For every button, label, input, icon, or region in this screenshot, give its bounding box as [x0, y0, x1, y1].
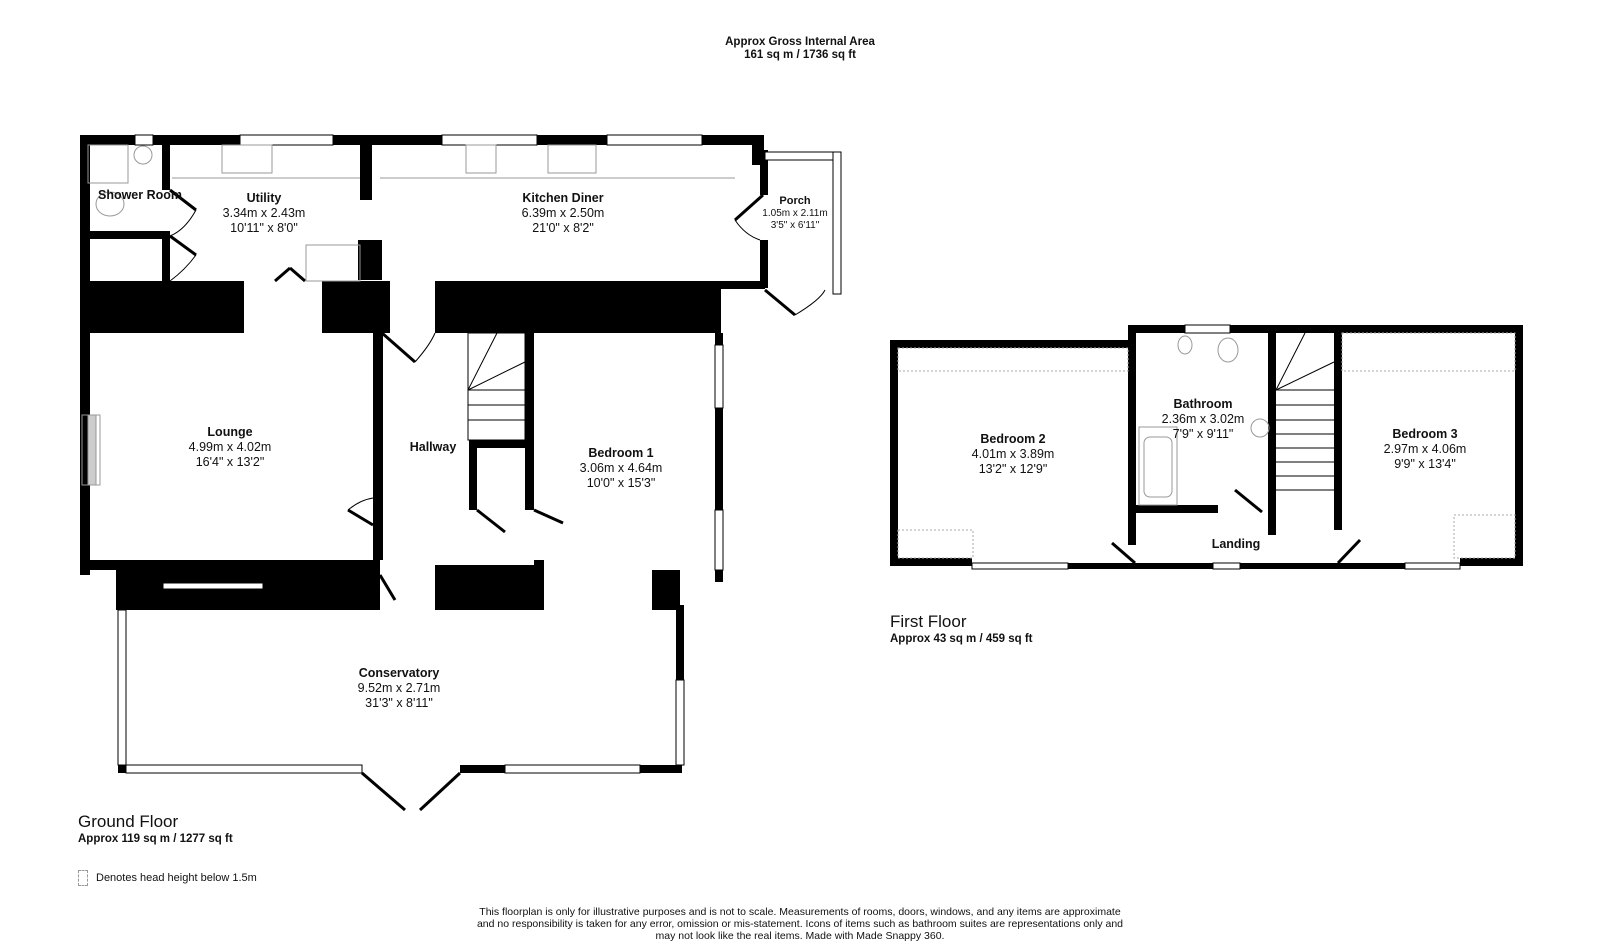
room-metric: 4.99m x 4.02m	[188, 440, 272, 454]
room-imperial: 13'2" x 12'9"	[978, 462, 1048, 476]
room-name: Hallway	[409, 440, 457, 454]
first-floor-plan	[890, 325, 1523, 569]
ground-floor-doors	[169, 188, 796, 812]
first-floor-doors	[1111, 488, 1362, 565]
room-imperial: 31'3" x 8'11"	[365, 696, 433, 710]
room-hallway: Hallway	[410, 440, 457, 455]
room-metric: 4.01m x 3.89m	[971, 447, 1055, 461]
room-name: Bedroom 3	[1392, 427, 1458, 441]
room-metric: 1.05m x 2.11m	[762, 208, 828, 219]
ground-floor-area: Approx 119 sq m / 1277 sq ft	[78, 833, 233, 845]
first-stairs	[1275, 332, 1335, 491]
disclaimer: This floorplan is only for illustrative …	[420, 906, 1180, 942]
room-metric: 2.36m x 3.02m	[1161, 412, 1245, 426]
ground-floor-windows	[117, 134, 842, 774]
room-metric: 9.52m x 2.71m	[357, 681, 441, 695]
room-bedroom-3: Bedroom 3 2.97m x 4.06m 9'9" x 13'4"	[1384, 427, 1467, 472]
first-floor-windows	[971, 324, 1461, 570]
room-shower-room: Shower Room	[98, 188, 182, 203]
room-bedroom-1: Bedroom 1 3.06m x 4.64m 10'0" x 15'3"	[580, 446, 663, 491]
room-landing: Landing	[1212, 537, 1261, 552]
ground-stairs	[467, 332, 526, 441]
first-floor-fixtures	[1138, 335, 1270, 506]
room-name: Bathroom	[1173, 397, 1233, 411]
room-metric: 3.06m x 4.64m	[579, 461, 663, 475]
first-floor-caption: First Floor Approx 43 sq m / 459 sq ft	[890, 612, 1033, 646]
room-imperial: 9'9" x 13'4"	[1394, 457, 1456, 471]
room-imperial: 3'5" x 6'11"	[770, 220, 820, 231]
legend-text: Denotes head height below 1.5m	[96, 872, 257, 884]
disclaimer-line-3: may not look like the real items. Made w…	[655, 930, 945, 942]
ground-floor-title: Ground Floor	[78, 812, 179, 831]
head-height-legend: Denotes head height below 1.5m	[78, 870, 257, 886]
ground-floor-fixtures	[81, 144, 735, 486]
room-name: Kitchen Diner	[522, 191, 604, 205]
gross-area-title: Approx Gross Internal Area	[725, 36, 875, 48]
gross-area-value: 161 sq m / 1736 sq ft	[744, 49, 856, 61]
room-lounge: Lounge 4.99m x 4.02m 16'4" x 13'2"	[189, 425, 272, 470]
gross-area-header: Approx Gross Internal Area 161 sq m / 17…	[0, 36, 1600, 62]
room-imperial: 21'0" x 8'2"	[532, 221, 594, 235]
room-porch: Porch 1.05m x 2.11m 3'5" x 6'11"	[762, 195, 827, 232]
room-name: Landing	[1211, 537, 1261, 551]
dashed-box-icon	[78, 870, 88, 886]
room-bedroom-2: Bedroom 2 4.01m x 3.89m 13'2" x 12'9"	[972, 432, 1055, 477]
room-name: Utility	[246, 191, 282, 205]
first-floor-area: Approx 43 sq m / 459 sq ft	[890, 633, 1033, 645]
room-conservatory: Conservatory 9.52m x 2.71m 31'3" x 8'11"	[358, 666, 441, 711]
room-name: Conservatory	[358, 666, 440, 680]
first-floor-title: First Floor	[890, 612, 967, 631]
room-name: Lounge	[207, 425, 253, 439]
room-name: Porch	[779, 195, 811, 207]
room-bathroom: Bathroom 2.36m x 3.02m 7'9" x 9'11"	[1162, 397, 1245, 442]
room-metric: 6.39m x 2.50m	[521, 206, 605, 220]
ground-floor-caption: Ground Floor Approx 119 sq m / 1277 sq f…	[78, 812, 233, 846]
disclaimer-line-2: and no responsibility is taken for any e…	[476, 918, 1124, 930]
room-imperial: 16'4" x 13'2"	[195, 455, 265, 469]
ground-floor-plan	[80, 135, 768, 773]
room-name: Bedroom 2	[980, 432, 1046, 446]
room-utility: Utility 3.34m x 2.43m 10'11" x 8'0"	[223, 191, 306, 236]
room-name: Bedroom 1	[588, 446, 654, 460]
room-name: Shower Room	[97, 188, 183, 202]
head-height-zones	[897, 332, 1516, 559]
room-metric: 3.34m x 2.43m	[222, 206, 306, 220]
room-imperial: 10'0" x 15'3"	[586, 476, 656, 490]
room-imperial: 7'9" x 9'11"	[1172, 427, 1234, 441]
room-imperial: 10'11" x 8'0"	[230, 221, 298, 235]
door-swing-arcs	[169, 209, 826, 511]
room-metric: 2.97m x 4.06m	[1383, 442, 1467, 456]
room-kitchen-diner: Kitchen Diner 6.39m x 2.50m 21'0" x 8'2"	[522, 191, 605, 236]
disclaimer-line-1: This floorplan is only for illustrative …	[479, 906, 1121, 918]
